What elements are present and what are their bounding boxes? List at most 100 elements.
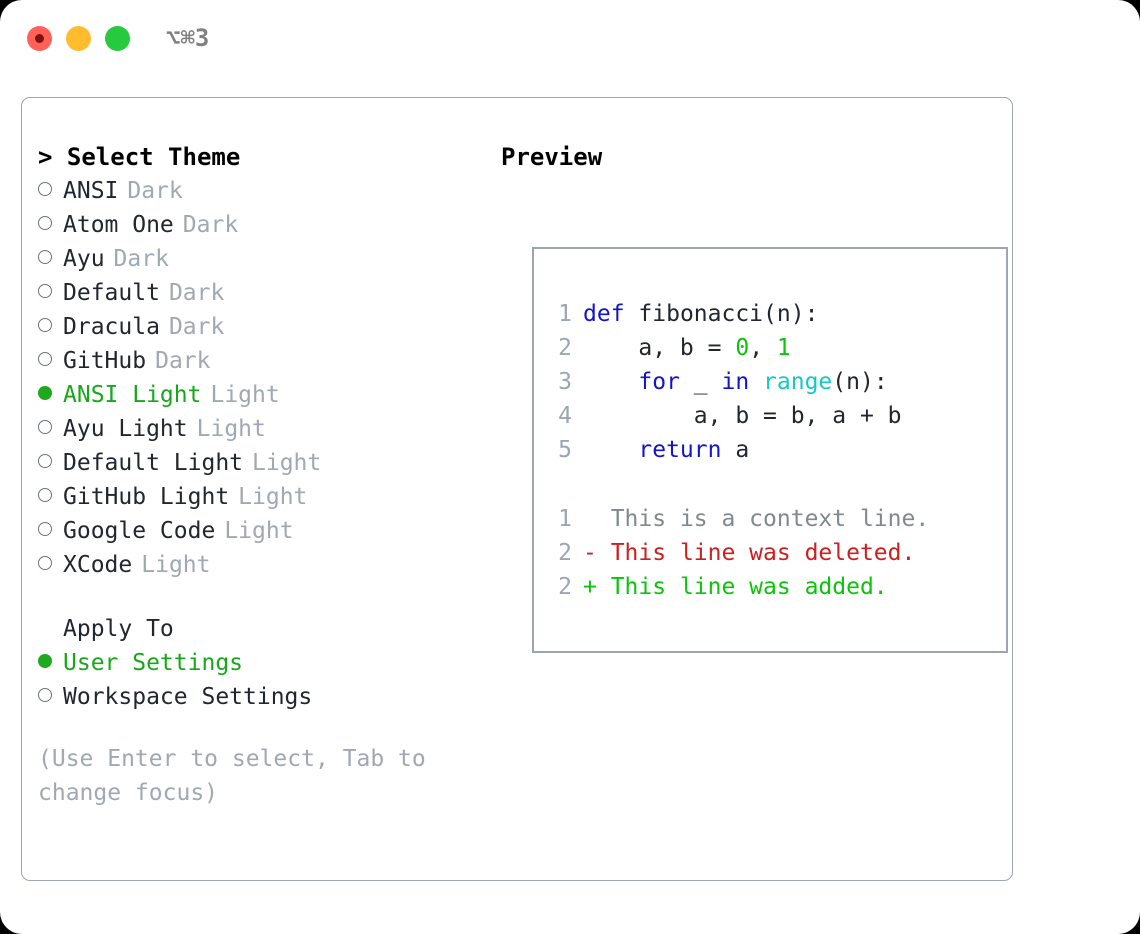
code-token-kw: for	[638, 369, 680, 395]
radio-unselected-icon[interactable]	[38, 556, 52, 570]
line-number: 2	[558, 574, 572, 600]
theme-variant-tag: Light	[224, 518, 294, 544]
radio-selected-icon[interactable]	[38, 654, 52, 668]
radio-unselected-icon[interactable]	[38, 420, 52, 434]
select-theme-heading: > Select Theme	[38, 143, 241, 171]
radio-unselected-icon[interactable]	[38, 352, 52, 366]
code-token-kw: in	[721, 369, 750, 395]
apply-to-option[interactable]: Workspace Settings	[38, 680, 478, 714]
diff-line: 2- This line was deleted.	[550, 536, 929, 570]
radio-selected-icon[interactable]	[38, 386, 52, 400]
line-number: 5	[558, 437, 572, 463]
theme-name-label: ANSI	[63, 178, 119, 204]
code-line-content: for _ in range(n):	[583, 365, 888, 399]
code-token-plain	[583, 369, 638, 395]
code-token-builtin: range	[763, 369, 833, 395]
diff-line: 1 This is a context line.	[550, 502, 929, 536]
code-line-content: a, b = b, a + b	[583, 399, 902, 433]
code-token-num: 0	[735, 335, 750, 361]
theme-variant-tag: Dark	[182, 212, 239, 238]
radio-unselected-icon[interactable]	[38, 522, 52, 536]
code-line-content: a, b = 0, 1	[583, 331, 791, 365]
code-token-plain: (n):	[832, 369, 888, 395]
radio-unselected-icon[interactable]	[38, 250, 52, 264]
code-token-kw: return	[638, 437, 722, 463]
theme-variant-tag: Light	[252, 450, 322, 476]
code-line: 4 a, b = b, a + b	[550, 399, 902, 433]
code-line: 3 for _ in range(n):	[550, 365, 902, 399]
theme-name-label: Google Code	[63, 518, 216, 544]
radio-unselected-icon[interactable]	[38, 284, 52, 298]
code-token-plain	[625, 301, 639, 327]
theme-variant-tag: Dark	[168, 280, 225, 306]
maximize-button[interactable]	[105, 26, 130, 51]
diff-text: This is a context line.	[596, 506, 930, 532]
apply-to-option[interactable]: User Settings	[38, 646, 478, 680]
line-number: 1	[558, 301, 572, 327]
theme-list-item[interactable]: Default Dark	[38, 276, 478, 310]
theme-name-label: GitHub	[63, 348, 147, 374]
theme-variant-tag: Light	[141, 552, 211, 578]
theme-name-label: Default	[63, 280, 160, 306]
code-token-plain	[583, 437, 638, 463]
radio-unselected-icon[interactable]	[38, 318, 52, 332]
theme-variant-tag: Light	[196, 416, 266, 442]
code-token-plain: a	[721, 437, 750, 463]
radio-unselected-icon[interactable]	[38, 488, 52, 502]
theme-list-item[interactable]: Atom One Dark	[38, 208, 478, 242]
traffic-light-group	[27, 26, 130, 51]
theme-variant-tag: Light	[210, 382, 280, 408]
code-line-content: return a	[583, 433, 749, 467]
diff-text: This line was added.	[596, 574, 888, 600]
code-token-plain	[749, 369, 763, 395]
apply-to-heading: Apply To	[63, 616, 174, 642]
theme-variant-tag: Dark	[168, 314, 225, 340]
diff-text: This line was deleted.	[596, 540, 916, 566]
keyboard-hint-text: (Use Enter to select, Tab to change focu…	[38, 746, 440, 806]
code-token-kw: def	[583, 301, 625, 327]
minimize-button[interactable]	[66, 26, 91, 51]
theme-name-label: Atom One	[63, 212, 174, 238]
apply-to-label: Workspace Settings	[63, 684, 313, 710]
close-button[interactable]	[27, 26, 52, 51]
radio-unselected-icon[interactable]	[38, 688, 52, 702]
code-token-num: 1	[776, 335, 791, 361]
theme-variant-tag: Dark	[127, 178, 183, 204]
code-token-plain: _	[679, 369, 722, 395]
title-bar: ⌥⌘3	[0, 0, 1140, 78]
radio-unselected-icon[interactable]	[38, 454, 52, 468]
line-number: 3	[558, 369, 572, 395]
theme-variant-tag: Light	[238, 484, 308, 510]
theme-name-label: Ayu	[63, 246, 105, 272]
keyboard-shortcut-label: ⌥⌘3	[166, 24, 210, 52]
code-token-plain: a, b =	[583, 335, 736, 361]
radio-unselected-icon[interactable]	[38, 216, 52, 230]
radio-unselected-icon[interactable]	[38, 182, 52, 196]
diff-marker: +	[583, 574, 597, 600]
code-line: 2 a, b = 0, 1	[550, 331, 902, 365]
code-token-plain: ,	[749, 335, 777, 361]
line-number: 2	[558, 540, 572, 566]
theme-list-item[interactable]: ANSI Dark	[38, 174, 478, 208]
diff-line: 2 + This line was added.	[550, 570, 929, 604]
theme-list-item[interactable]: Google Code Light	[38, 514, 478, 548]
diff-sample: 1 This is a context line.2- This line wa…	[550, 502, 929, 604]
code-line: 5 return a	[550, 433, 902, 467]
